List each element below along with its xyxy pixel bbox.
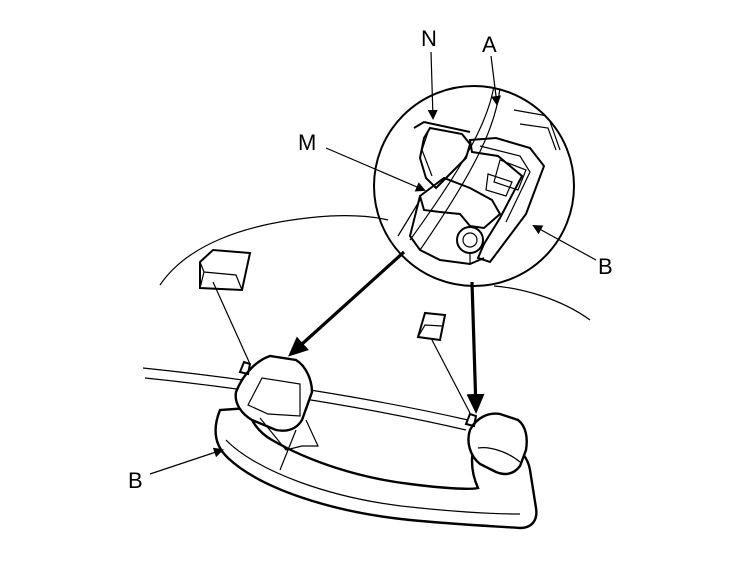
detail-view [373, 85, 575, 287]
label-m: M [298, 130, 316, 155]
label-a: A [482, 32, 497, 57]
leader-lines [149, 51, 597, 475]
headliner-outline [142, 215, 591, 431]
label-n: N [421, 26, 437, 51]
label-b-detail: B [598, 254, 613, 279]
grab-handle [214, 354, 538, 530]
right-clip [416, 311, 471, 414]
left-clip [199, 248, 252, 365]
label-b-handle: B [128, 468, 143, 493]
clip-mechanism [397, 86, 561, 266]
detail-arrows [288, 250, 485, 414]
